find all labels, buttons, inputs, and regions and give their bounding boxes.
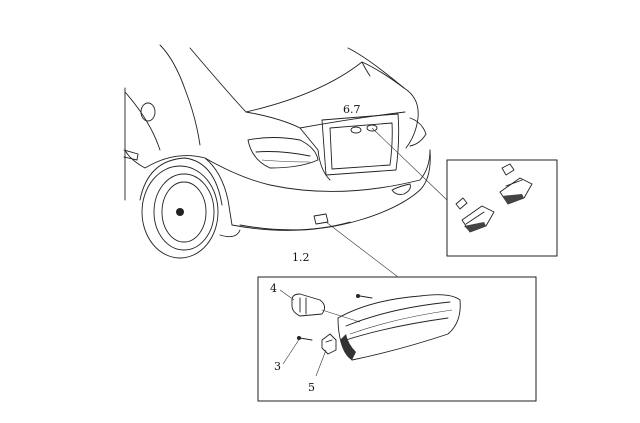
callout-screw: 3	[274, 360, 281, 373]
callout-socket: 5	[308, 381, 315, 394]
rear-lamp-detail	[257, 221, 537, 402]
callout-bulb: 4	[270, 282, 277, 295]
callout-reflector: 1.2	[292, 251, 310, 264]
leader-line	[325, 221, 399, 278]
license-lamp-detail	[371, 127, 558, 257]
callout-license-lamp: 6.7	[343, 103, 361, 116]
leader-line	[371, 127, 448, 201]
car-rear-illustration	[123, 44, 431, 259]
